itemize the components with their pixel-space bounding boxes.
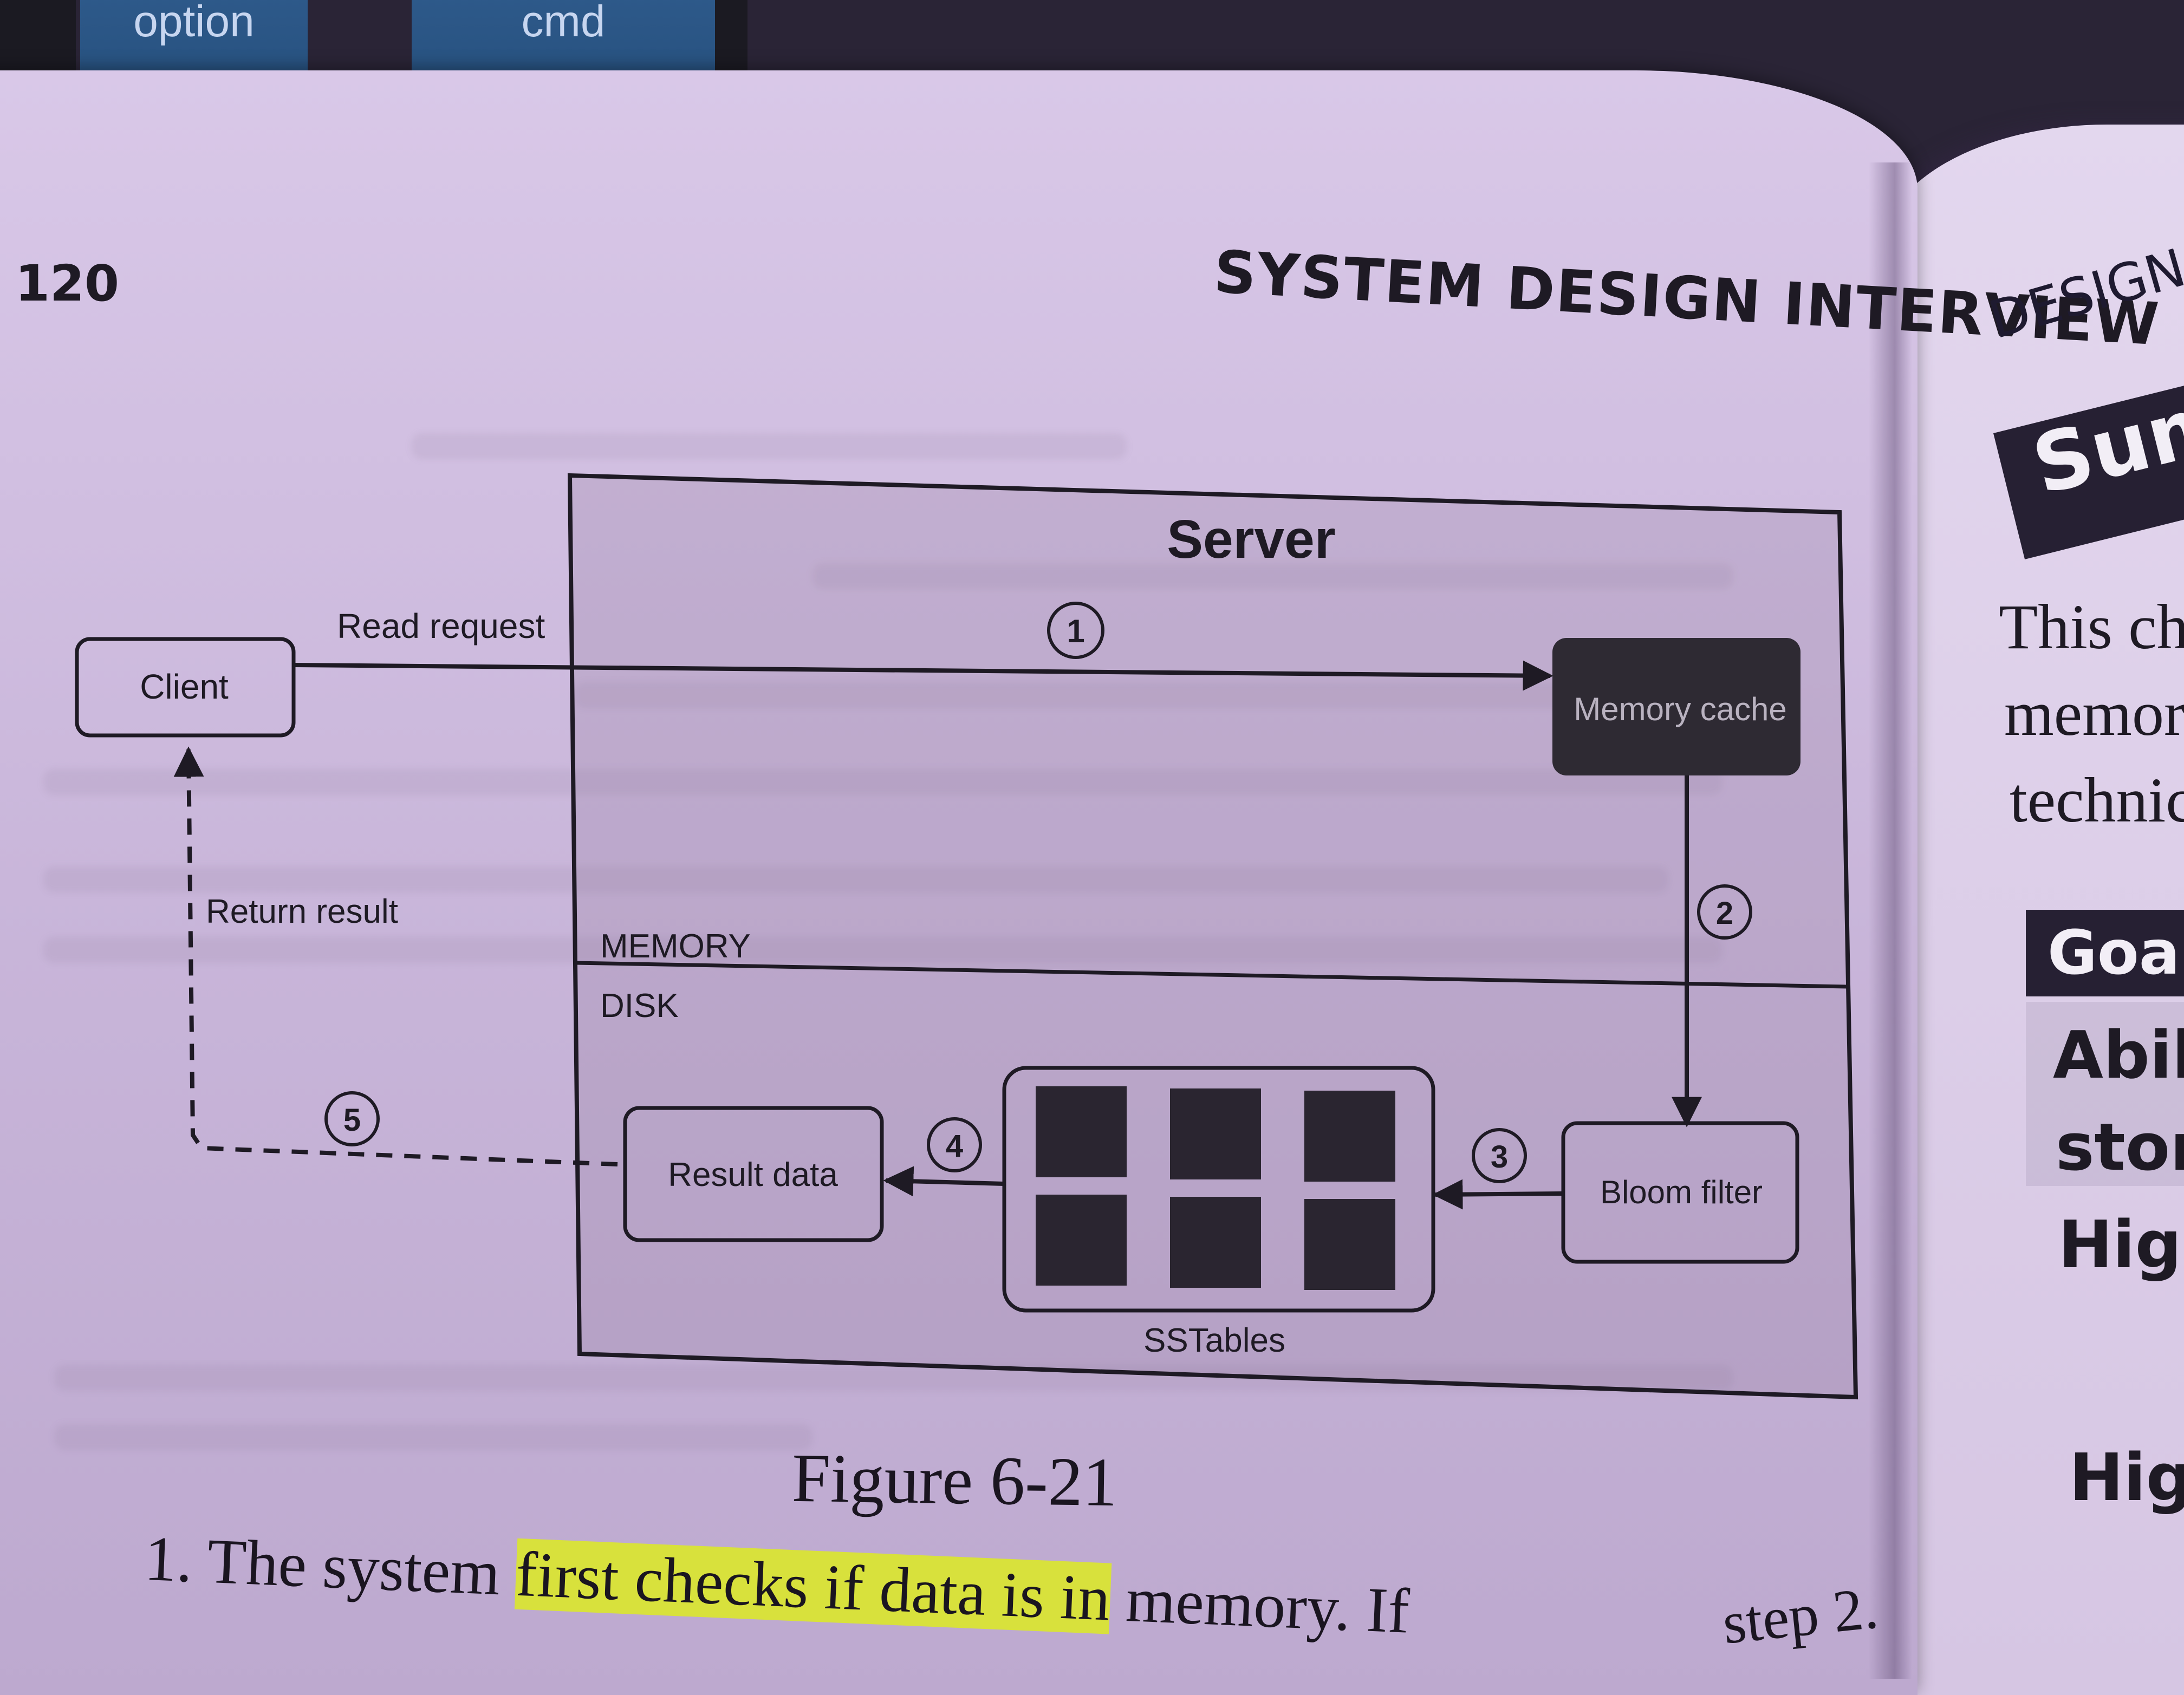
read-request-arrow bbox=[293, 660, 1554, 691]
key-cmd-label: cmd bbox=[521, 0, 606, 46]
body-text-start: 1. The system bbox=[143, 1522, 518, 1609]
show-through-line bbox=[43, 937, 1722, 963]
sstables-box bbox=[1002, 1066, 1435, 1313]
sstable-block bbox=[1170, 1197, 1261, 1288]
result-data-label: Result data bbox=[668, 1156, 838, 1194]
sstable-block bbox=[1304, 1091, 1395, 1182]
step-5-number: 5 bbox=[343, 1103, 361, 1138]
intro-line-1: This ch bbox=[1999, 591, 2184, 662]
show-through-line bbox=[54, 1424, 812, 1450]
step-4-badge bbox=[927, 1117, 982, 1172]
intro-line-2: memor bbox=[2004, 678, 2184, 749]
disk-label: DISK bbox=[600, 987, 679, 1025]
step-3-badge bbox=[1472, 1128, 1527, 1183]
return-result-path bbox=[173, 746, 618, 1166]
row-1-line-1: Abilit bbox=[2053, 1018, 2184, 1093]
step-3-number: 3 bbox=[1491, 1139, 1508, 1175]
show-through-line bbox=[54, 1365, 1733, 1391]
sstable-block bbox=[1170, 1088, 1261, 1179]
server-label: Server bbox=[1167, 509, 1335, 570]
memory-disk-divider bbox=[575, 961, 1849, 989]
client-box bbox=[75, 637, 296, 738]
book-gutter bbox=[1869, 162, 1912, 1679]
bloom-filter-box bbox=[1561, 1121, 1799, 1264]
table-row-band bbox=[2026, 1002, 2184, 1186]
key-option-label: option bbox=[133, 0, 255, 46]
step-2-number: 2 bbox=[1716, 896, 1733, 931]
page-number: 120 bbox=[15, 255, 120, 312]
show-through-line bbox=[43, 866, 1668, 892]
row-2: High bbox=[2058, 1208, 2184, 1283]
bloom-to-sstables-arrow bbox=[1432, 1179, 1564, 1210]
result-data-box bbox=[623, 1106, 884, 1242]
sstables-label: SSTables bbox=[1143, 1322, 1285, 1359]
show-through-line bbox=[43, 769, 1722, 795]
client-label: Client bbox=[140, 667, 229, 706]
figure-caption: Figure 6-21 bbox=[791, 1439, 1118, 1521]
return-result-label: Return result bbox=[206, 893, 398, 930]
sstables-to-result-arrow bbox=[883, 1166, 1005, 1197]
read-request-label: Read request bbox=[337, 607, 545, 646]
row-3: High bbox=[2069, 1440, 2184, 1516]
memory-label: MEMORY bbox=[600, 928, 751, 965]
show-through-line bbox=[812, 563, 1733, 589]
sstable-block bbox=[1036, 1086, 1127, 1177]
step-1-number: 1 bbox=[1067, 613, 1084, 649]
body-text-rest: memory. If bbox=[1108, 1563, 1411, 1647]
read-path-diagram: Server MEMORY DISK Client Read request 1… bbox=[75, 473, 1858, 1400]
step-1-badge bbox=[1047, 602, 1104, 659]
bloom-filter-label: Bloom filter bbox=[1600, 1174, 1763, 1210]
intro-line-3: technic bbox=[2010, 765, 2184, 836]
step-4-number: 4 bbox=[946, 1129, 963, 1164]
show-through-line bbox=[412, 433, 1127, 459]
row-1-line-2: store bbox=[2056, 1110, 2184, 1185]
sstable-block bbox=[1304, 1199, 1395, 1290]
memory-cache-box bbox=[1552, 638, 1800, 775]
left-page bbox=[0, 70, 1917, 1695]
step-5-badge bbox=[324, 1091, 380, 1146]
memory-cache-label: Memory cache bbox=[1574, 691, 1786, 727]
step-2-badge bbox=[1697, 884, 1752, 940]
goal-table-header: Goal bbox=[2026, 910, 2184, 996]
sstable-block bbox=[1036, 1195, 1127, 1286]
